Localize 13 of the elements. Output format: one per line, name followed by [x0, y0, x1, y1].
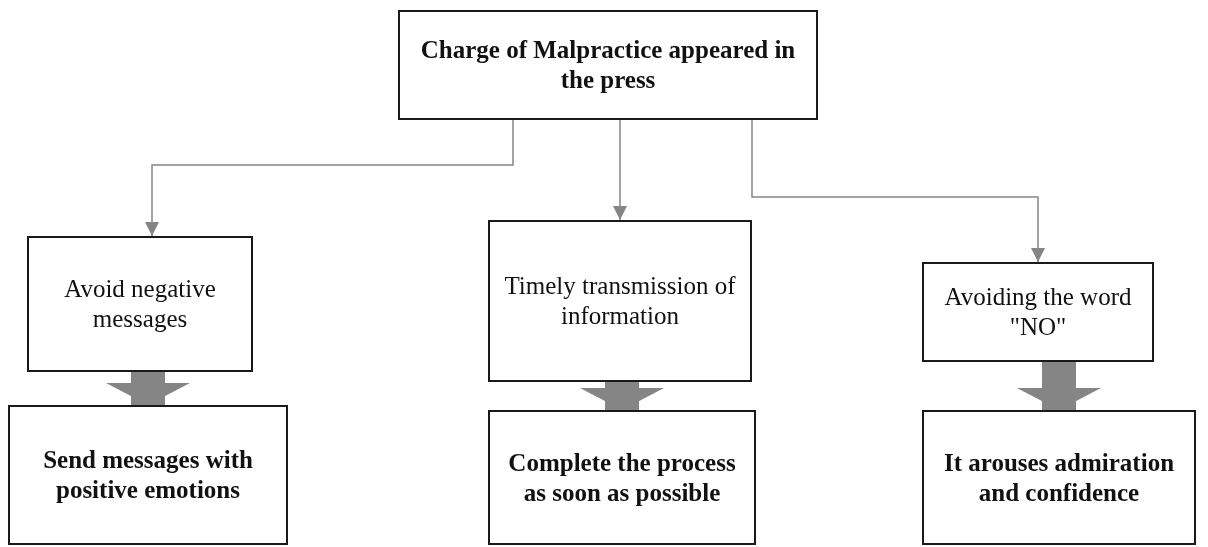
block-arrow	[580, 382, 664, 410]
text-box: Avoid negative messages	[27, 236, 253, 372]
arrow	[145, 119, 514, 237]
arrow	[751, 119, 1045, 263]
block-arrow	[1017, 362, 1101, 410]
text-box: Avoiding the word "NO"	[922, 262, 1154, 362]
text-box: Timely transmission of information	[488, 220, 752, 382]
text-box: Complete the process as soon as possible	[488, 410, 756, 545]
block-arrow	[106, 372, 190, 405]
text-box: Charge of Malpractice appeared in the press	[398, 10, 818, 120]
arrow	[613, 119, 627, 221]
text-box: It arouses admiration and confidence	[922, 410, 1196, 545]
text-box: Send messages with positive emotions	[8, 405, 288, 545]
